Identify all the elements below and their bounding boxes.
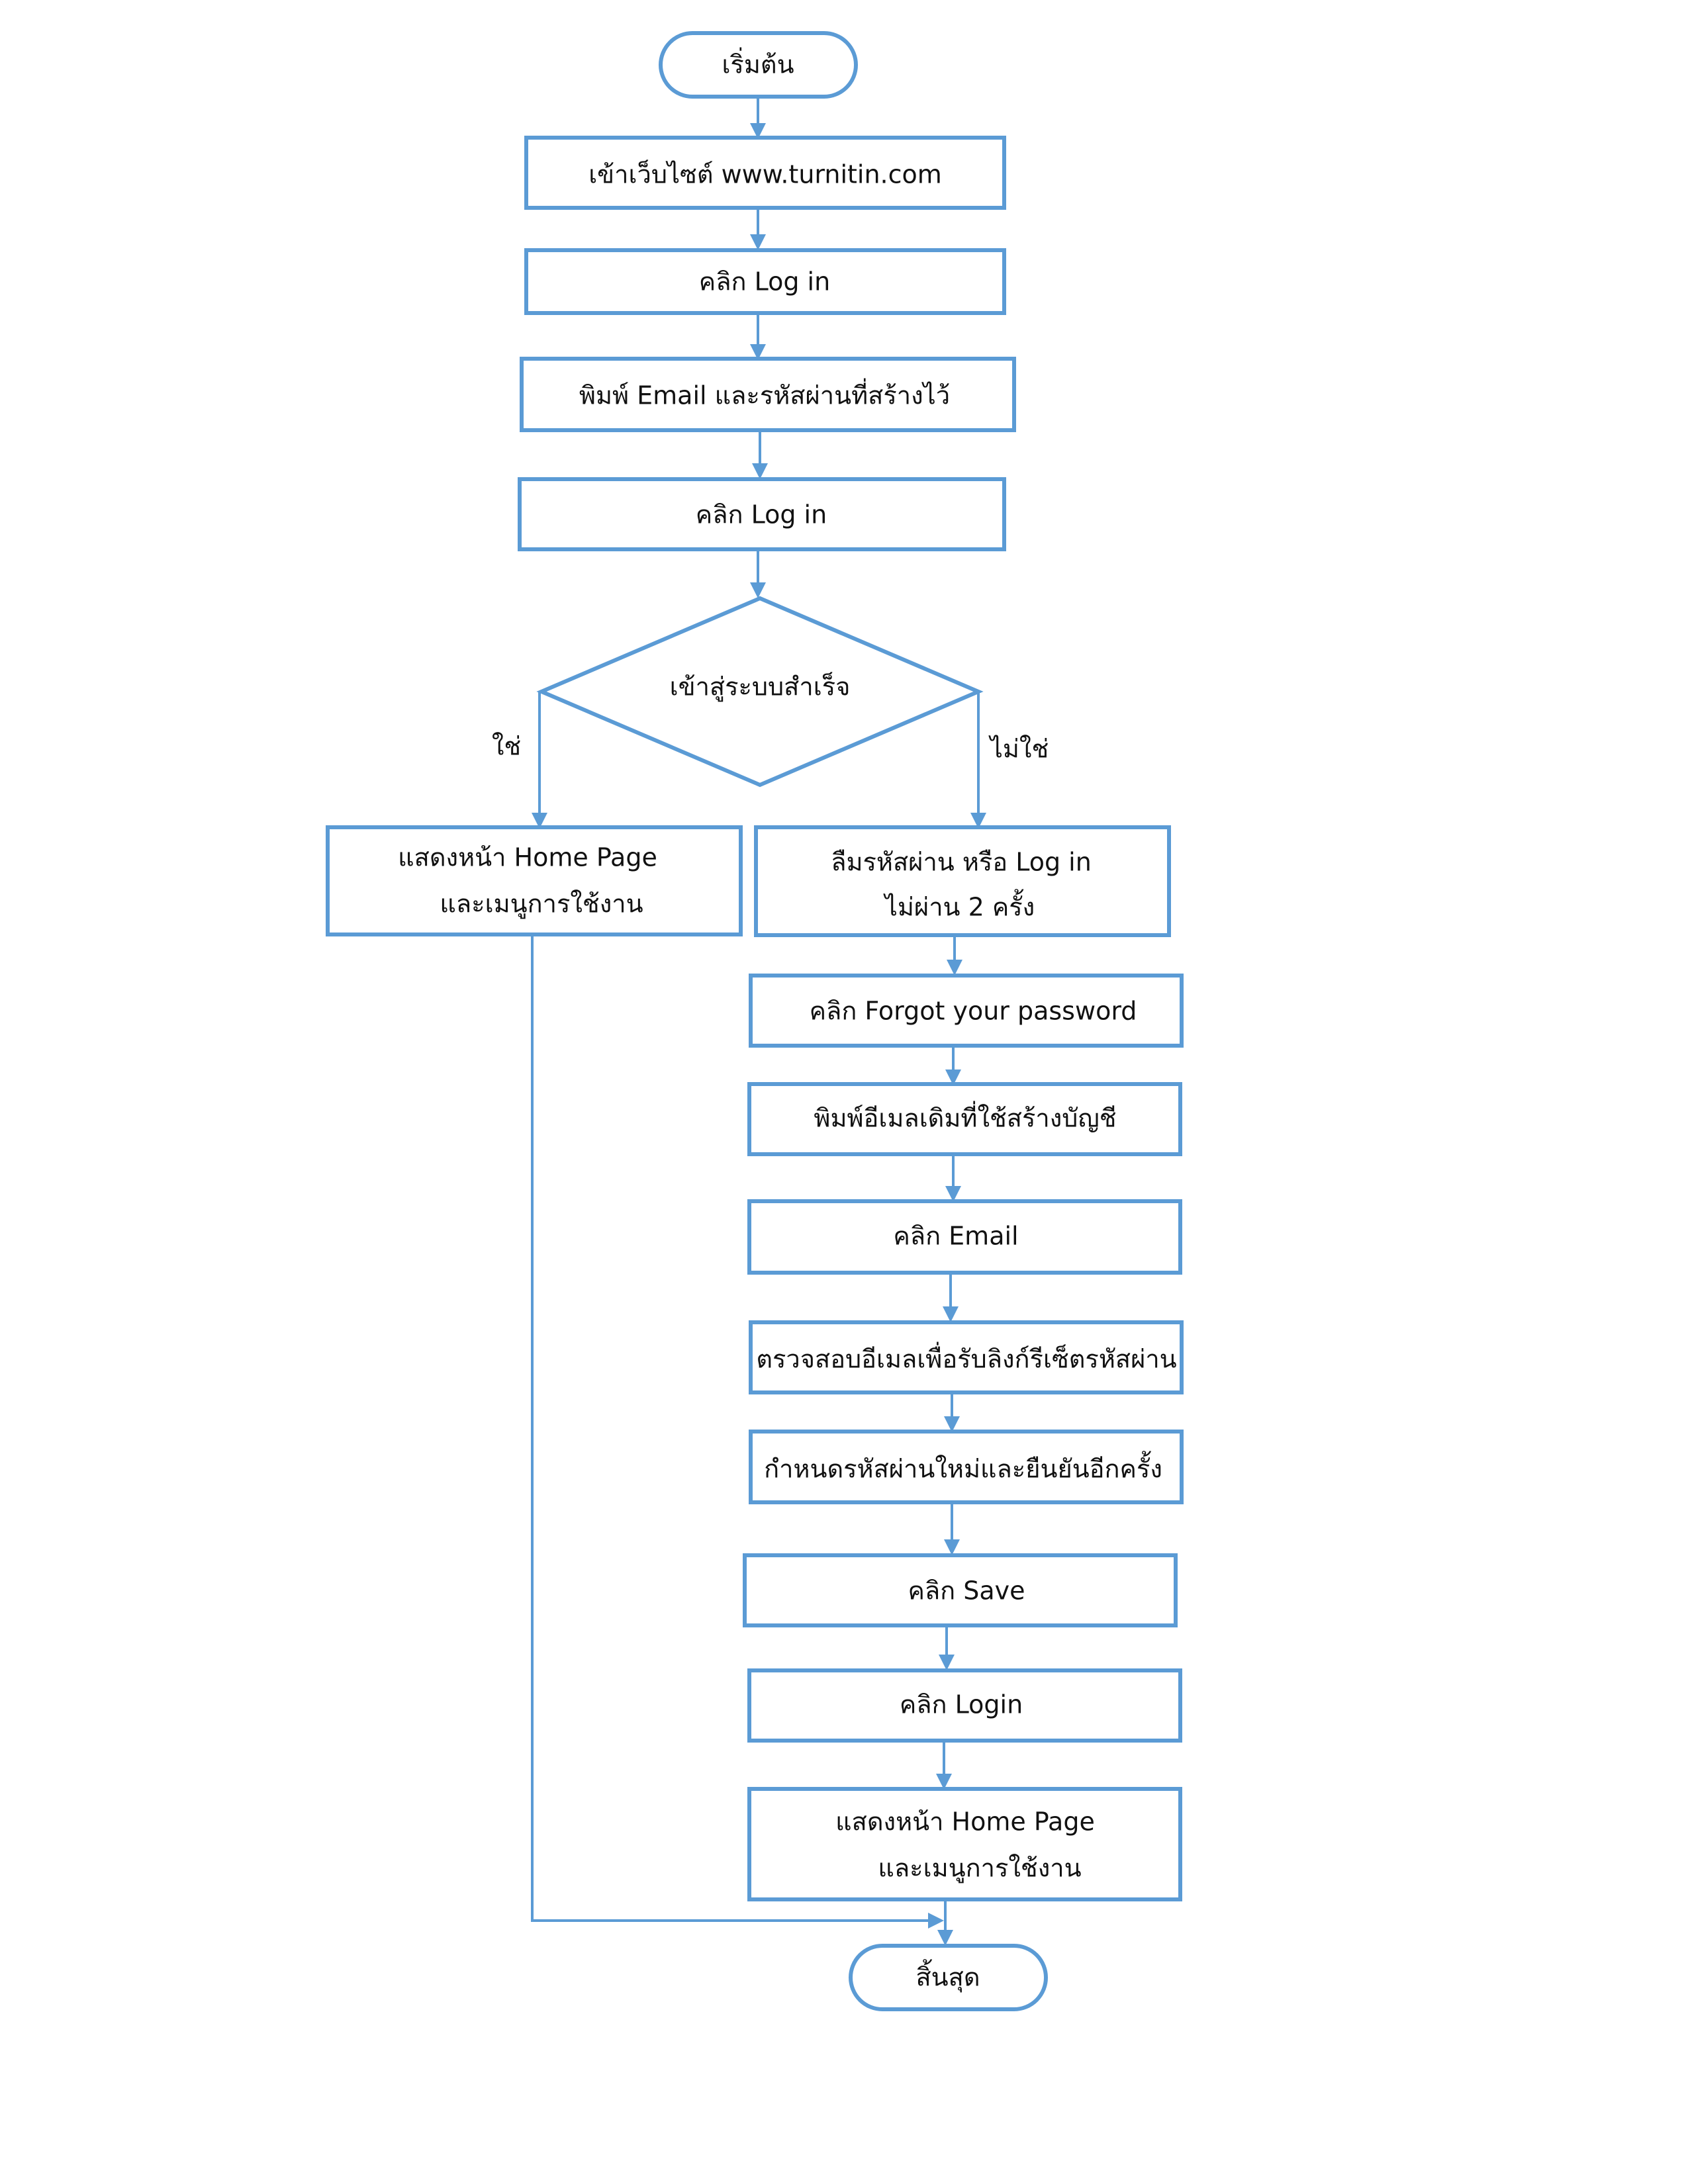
type-email-label: พิมพ์อีเมลเดิมที่ใช้สร้างบัญชี bbox=[814, 1101, 1116, 1133]
branch-no-label: ไม่ใช่ bbox=[988, 735, 1049, 764]
yes-result-label-line2: และเมนูการใช้งาน bbox=[440, 889, 643, 919]
check-inbox-label: ตรวจสอบอีเมลเพื่อรับลิงก์รีเซ็ตรหัสผ่าน bbox=[756, 1342, 1176, 1374]
login-success-decision-label: เข้าสู่ระบบสำเร็จ bbox=[670, 672, 851, 702]
yes-result-box bbox=[326, 825, 743, 936]
yes-result-label-line1: แสดงหน้า Home Page bbox=[398, 843, 657, 872]
click-save-box bbox=[743, 1553, 1178, 1627]
click-login-3-label: คลิก Login bbox=[900, 1690, 1023, 1719]
type-credentials-label: พิมพ์ Email และรหัสผ่านที่สร้างไว้ bbox=[579, 379, 950, 410]
forgot-password-box bbox=[754, 825, 1171, 937]
connector-yesresult-to-end bbox=[531, 934, 944, 1929]
start-label: เริ่มต้น bbox=[722, 48, 794, 79]
end-terminal bbox=[849, 1944, 1048, 2011]
click-login-2-box bbox=[518, 477, 1006, 551]
start-terminal bbox=[659, 31, 858, 99]
click-login-1-box bbox=[524, 248, 1006, 315]
visit-site-label: เข้าเว็บไซต์ www.turnitin.com bbox=[588, 159, 942, 189]
branch-yes-label: ใช่ bbox=[492, 732, 521, 761]
login-success-decision bbox=[536, 596, 984, 788]
click-login-1-label: คลิก Log in bbox=[699, 267, 830, 296]
connectors bbox=[531, 98, 986, 1946]
click-save-label: คลิก Save bbox=[908, 1576, 1025, 1606]
set-new-password-label: กำหนดรหัสผ่านใหม่และยืนยันอีกครั้ง bbox=[764, 1451, 1162, 1484]
set-new-password-box bbox=[749, 1430, 1184, 1504]
no-result-box bbox=[747, 1787, 1182, 1901]
click-email-label: คลิก Email bbox=[893, 1222, 1018, 1251]
type-credentials-box bbox=[520, 357, 1016, 432]
no-result-label-line2: และเมนูการใช้งาน bbox=[878, 1854, 1081, 1884]
click-forgot-label: คลิก Forgot your password bbox=[810, 997, 1137, 1026]
click-login-2-label: คลิก Log in bbox=[696, 500, 827, 529]
check-inbox-box bbox=[749, 1320, 1184, 1394]
click-forgot-box bbox=[749, 974, 1184, 1048]
visit-site-box bbox=[524, 136, 1006, 210]
end-label: สิ้นสุด bbox=[915, 1959, 980, 1993]
click-email-box bbox=[747, 1199, 1182, 1275]
forgot-password-label-line1: ลืมรหัสผ่าน หรือ Log in bbox=[831, 848, 1092, 877]
no-result-label-line1: แสดงหน้า Home Page bbox=[835, 1807, 1095, 1837]
forgot-password-label-line2: ไม่ผ่าน 2 ครั้ง bbox=[883, 889, 1035, 922]
click-login-3-box bbox=[747, 1668, 1182, 1743]
type-email-box bbox=[747, 1082, 1182, 1156]
